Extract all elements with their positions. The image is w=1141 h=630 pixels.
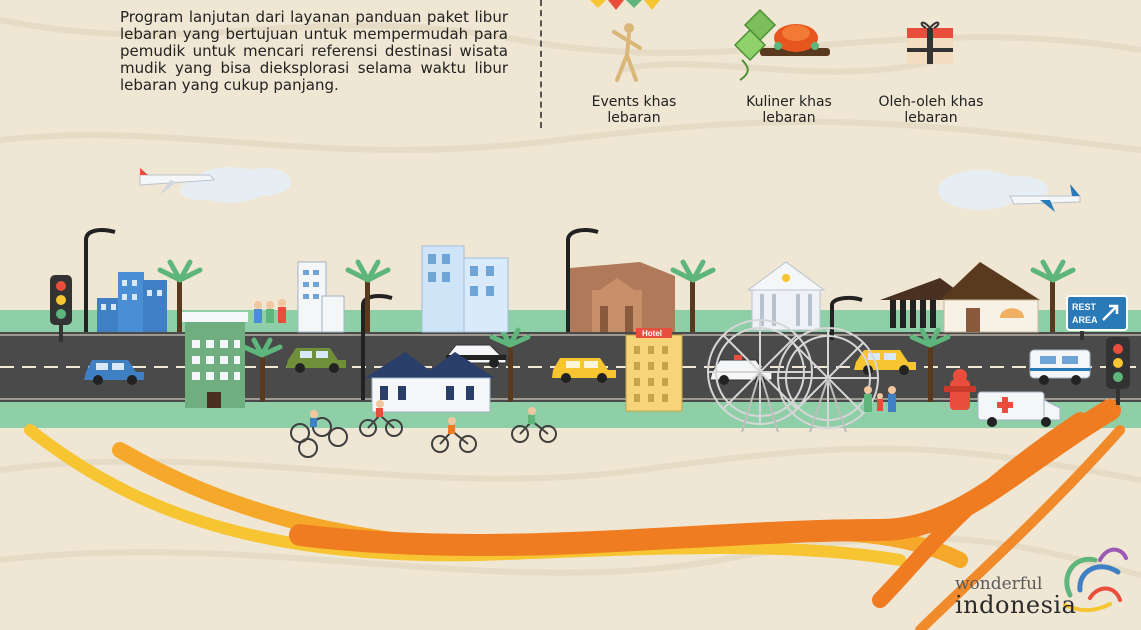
bicycles [290, 413, 557, 458]
gift-box-icon [907, 21, 953, 64]
palm-trees [157, 259, 1076, 402]
ketupat-food-icon [733, 8, 830, 81]
intro-paragraph: Program lanjutan dari layanan panduan pa… [120, 8, 508, 94]
rest-area-label-line2: AREA [1072, 315, 1098, 325]
logo-text-indonesia: indonesia [955, 591, 1077, 619]
building-green-left [182, 312, 248, 408]
rest-area-label-line1: REST [1072, 302, 1097, 312]
family-people [254, 299, 286, 323]
fire-hydrant-icon [944, 369, 976, 410]
ambulance [977, 391, 1061, 427]
camper-van [1029, 349, 1091, 385]
ferris-wheels [707, 319, 879, 433]
section-divider [540, 0, 542, 128]
taxi-car [552, 358, 616, 383]
airplane-left-icon [139, 168, 215, 195]
traffic-light-left-icon [50, 275, 72, 342]
hotel-sign-label: Hotel [642, 329, 662, 338]
house-with-people [880, 262, 1040, 333]
wonderful-indonesia-logo-icon [1063, 547, 1128, 613]
category-events-label: Events khas lebaran [591, 94, 677, 126]
dancer-icon [612, 23, 642, 82]
street-lamps [84, 228, 863, 400]
category-oleh-oleh-label: Oleh-oleh khas lebaran [878, 94, 984, 126]
petra-monument [570, 262, 675, 332]
airplane-right-icon [1009, 184, 1081, 212]
category-kuliner-label: Kuliner khas lebaran [746, 94, 832, 126]
cloud-left [180, 167, 291, 203]
car-blue [84, 360, 144, 385]
pedestrians [864, 386, 896, 412]
colonial-house [365, 352, 495, 413]
rest-area-sign [1066, 295, 1128, 340]
cyclists [310, 400, 536, 434]
white-temple [746, 261, 826, 331]
hotel-building [625, 328, 683, 412]
bunting [590, 0, 660, 10]
building-blue-left [97, 272, 167, 332]
traffic-light-right-icon [1106, 337, 1130, 405]
cloud-right [938, 170, 1048, 210]
logo-text-wonderful: wonderful [955, 574, 1043, 594]
building-white-tower [297, 261, 345, 333]
ribbon-swoosh [24, 399, 1125, 630]
building-glass-tower [421, 245, 509, 333]
car-green [286, 348, 346, 373]
